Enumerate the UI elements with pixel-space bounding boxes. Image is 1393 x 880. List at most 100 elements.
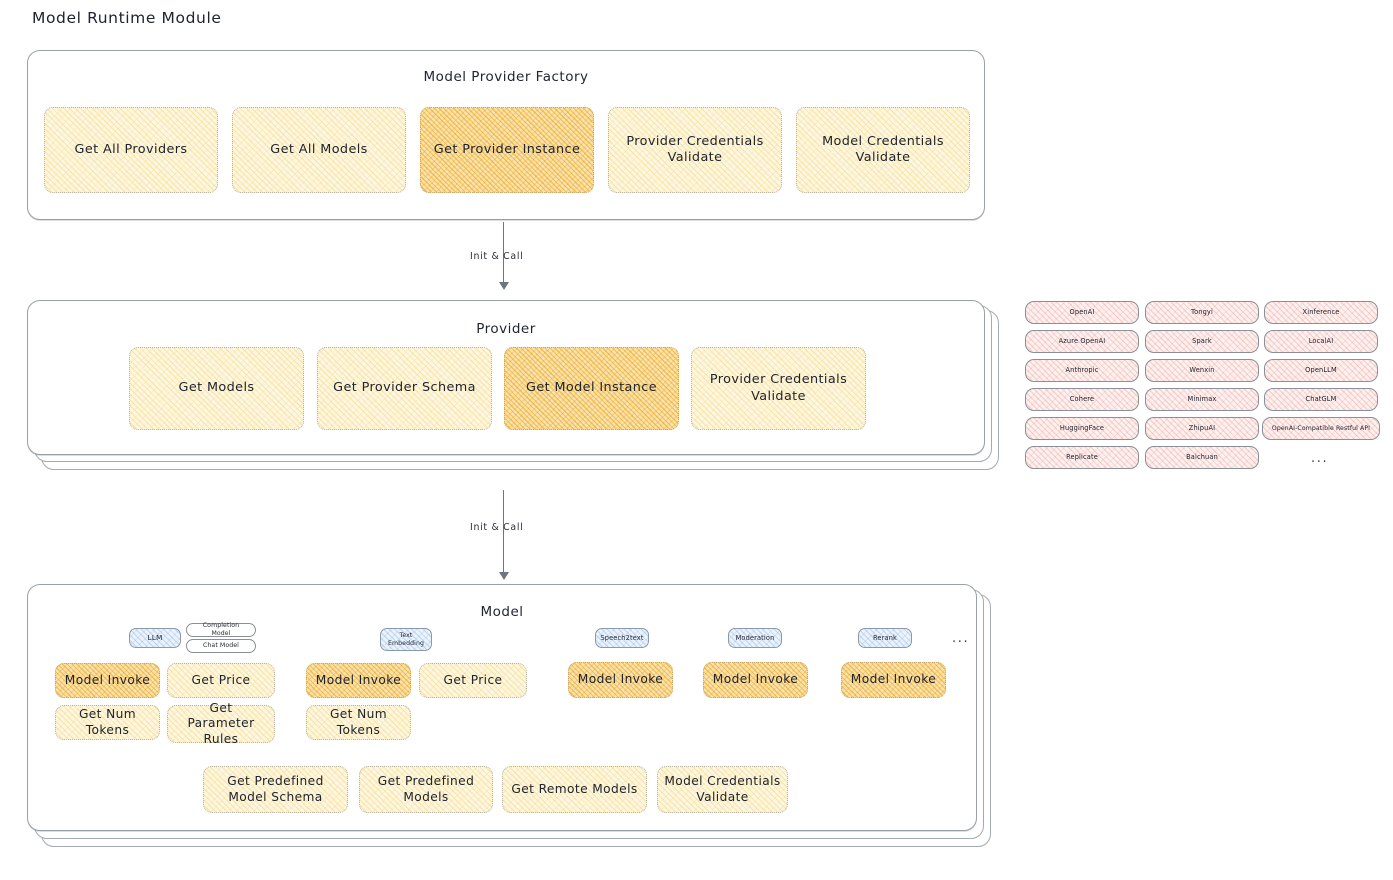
provider-chip-anthropic[interactable]: Anthropic — [1025, 359, 1139, 382]
model-shared-method-label: Get Predefined Model Schema — [227, 773, 324, 804]
model-shared-method-get-remote-models[interactable]: Get Remote Models — [502, 766, 647, 813]
model-method-llm-get-price[interactable]: Get Price — [167, 663, 275, 698]
provider-chip-label: Baichuan — [1186, 453, 1218, 462]
factory-node-label: Get Provider Instance — [433, 141, 581, 157]
model-method-text-embedding-model-invoke[interactable]: Model Invoke — [306, 663, 411, 698]
provider-chip-label: OpenLLM — [1305, 366, 1337, 375]
model-capability-badge-label: Moderation — [735, 633, 775, 642]
model-capability-badge-text-embedding[interactable]: Text Embedding — [380, 628, 432, 651]
provider-chip-label: ZhipuAI — [1188, 424, 1216, 433]
arrow-provider-to-model — [498, 490, 509, 582]
provider-chip-label: Minimax — [1187, 395, 1217, 404]
model-provider-factory-title: Model Provider Factory — [423, 69, 589, 85]
provider-chip-azure-openai[interactable]: Azure OpenAI — [1025, 330, 1139, 353]
factory-node-model-credentials-validate[interactable]: Model Credentials Validate — [796, 107, 970, 193]
model-method-label: Get Num Tokens — [78, 706, 137, 737]
factory-node-label: Get All Models — [270, 141, 368, 157]
provider-chip-label: ChatGLM — [1305, 395, 1337, 404]
factory-node-label: Get All Providers — [74, 141, 188, 157]
provider-node-label: Get Provider Schema — [333, 380, 476, 396]
provider-chip-label: OpenAI — [1069, 308, 1095, 317]
model-capability-badge-llm[interactable]: LLM — [129, 628, 181, 648]
model-method-text-embedding-get-price[interactable]: Get Price — [419, 663, 527, 698]
model-title: Model — [480, 604, 524, 620]
provider-list-more-ellipsis: ... — [1311, 451, 1329, 466]
model-method-llm-get-num-tokens[interactable]: Get Num Tokens — [55, 705, 160, 740]
model-method-label: Model Invoke — [850, 672, 937, 687]
model-method-label: Get Price — [443, 672, 503, 687]
model-method-llm-get-parameter-rules[interactable]: Get Parameter Rules — [167, 701, 275, 746]
provider-node-get-model-instance[interactable]: Get Model Instance — [504, 347, 679, 430]
provider-chip-wenxin[interactable]: Wenxin — [1145, 359, 1259, 382]
provider-chip-openai-compatible-restful-api[interactable]: OpenAI-Compatible Restful API — [1262, 417, 1380, 440]
model-subbadge-label: Chat Model — [202, 642, 239, 650]
model-capability-badge-label: Speech2text — [600, 633, 644, 642]
provider-chip-openai[interactable]: OpenAI — [1025, 301, 1139, 324]
model-capability-badge-label: LLM — [147, 633, 163, 643]
factory-node-provider-credentials-validate[interactable]: Provider Credentials Validate — [608, 107, 782, 193]
provider-chip-minimax[interactable]: Minimax — [1145, 388, 1259, 411]
model-capability-badge-label: Text Embedding — [388, 631, 424, 647]
provider-chip-label: Azure OpenAI — [1058, 337, 1106, 346]
provider-chip-zhipuai[interactable]: ZhipuAI — [1145, 417, 1259, 440]
model-method-llm-model-invoke[interactable]: Model Invoke — [55, 663, 160, 698]
model-shared-method-label: Model Credentials Validate — [664, 773, 781, 804]
model-shared-method-label: Get Predefined Models — [377, 773, 475, 804]
model-method-speech2text-model-invoke[interactable]: Model Invoke — [568, 662, 673, 698]
model-method-label: Model Invoke — [315, 672, 402, 687]
model-method-label: Get Num Tokens — [329, 706, 388, 737]
provider-node-label: Get Model Instance — [526, 380, 657, 396]
provider-chip-localai[interactable]: LocalAI — [1264, 330, 1378, 353]
factory-node-label: Model Credentials Validate — [822, 133, 944, 165]
provider-chip-label: OpenAI-Compatible Restful API — [1271, 424, 1371, 432]
provider-node-label: Provider Credentials Validate — [709, 372, 848, 404]
provider-node-provider-credentials-validate[interactable]: Provider Credentials Validate — [691, 347, 866, 430]
model-shared-method-get-predefined-models[interactable]: Get Predefined Models — [359, 766, 493, 813]
arrow-factory-to-provider — [498, 222, 509, 292]
model-capability-badge-rerank[interactable]: Rerank — [858, 628, 912, 648]
provider-node-get-provider-schema[interactable]: Get Provider Schema — [317, 347, 492, 430]
model-method-rerank-model-invoke[interactable]: Model Invoke — [841, 662, 946, 698]
model-shared-method-get-predefined-model-schema[interactable]: Get Predefined Model Schema — [203, 766, 348, 813]
factory-node-get-all-models[interactable]: Get All Models — [232, 107, 406, 193]
factory-node-get-all-providers[interactable]: Get All Providers — [44, 107, 218, 193]
provider-chip-cohere[interactable]: Cohere — [1025, 388, 1139, 411]
model-method-label: Model Invoke — [64, 672, 151, 687]
provider-chip-label: Tongyi — [1191, 308, 1213, 317]
provider-chip-label: Cohere — [1069, 395, 1095, 404]
provider-chip-tongyi[interactable]: Tongyi — [1145, 301, 1259, 324]
model-subbadge-completion-model[interactable]: Completion Model — [186, 622, 256, 637]
model-shared-method-label: Get Remote Models — [511, 781, 638, 796]
factory-node-get-provider-instance[interactable]: Get Provider Instance — [420, 107, 594, 193]
provider-chip-label: Xinference — [1302, 308, 1340, 317]
provider-chip-openllm[interactable]: OpenLLM — [1264, 359, 1378, 382]
model-capability-badge-moderation[interactable]: Moderation — [728, 628, 782, 648]
model-capabilities-more-ellipsis: ... — [952, 631, 970, 646]
model-method-text-embedding-get-num-tokens[interactable]: Get Num Tokens — [306, 705, 411, 740]
provider-chip-label: HuggingFace — [1059, 424, 1105, 433]
provider-chip-label: Anthropic — [1065, 366, 1099, 375]
page-title: Model Runtime Module — [32, 9, 222, 27]
arrow-label-init-and-call-1: Init & Call — [470, 251, 524, 262]
provider-chip-xinference[interactable]: Xinference — [1264, 301, 1378, 324]
provider-chip-label: Spark — [1192, 337, 1212, 346]
provider-chip-spark[interactable]: Spark — [1145, 330, 1259, 353]
model-method-label: Get Price — [191, 672, 251, 687]
provider-node-label: Get Models — [178, 380, 255, 396]
model-subbadge-chat-model[interactable]: Chat Model — [186, 639, 256, 653]
model-method-label: Model Invoke — [577, 672, 664, 687]
model-capability-badge-speech2text[interactable]: Speech2text — [595, 628, 649, 648]
factory-node-label: Provider Credentials Validate — [626, 133, 764, 165]
model-method-moderation-model-invoke[interactable]: Model Invoke — [703, 662, 808, 698]
provider-chip-label: Wenxin — [1189, 366, 1215, 375]
arrow-label-init-and-call-2: Init & Call — [470, 522, 524, 533]
model-capability-badge-label: Rerank — [873, 633, 897, 642]
provider-chip-baichuan[interactable]: Baichuan — [1145, 446, 1259, 469]
provider-node-get-models[interactable]: Get Models — [129, 347, 304, 430]
model-subbadge-label: Completion Model — [202, 622, 240, 637]
provider-chip-label: LocalAI — [1308, 337, 1334, 346]
provider-chip-chatglm[interactable]: ChatGLM — [1264, 388, 1378, 411]
model-shared-method-model-credentials-validate[interactable]: Model Credentials Validate — [657, 766, 788, 813]
provider-chip-huggingface[interactable]: HuggingFace — [1025, 417, 1139, 440]
provider-chip-replicate[interactable]: Replicate — [1025, 446, 1139, 469]
